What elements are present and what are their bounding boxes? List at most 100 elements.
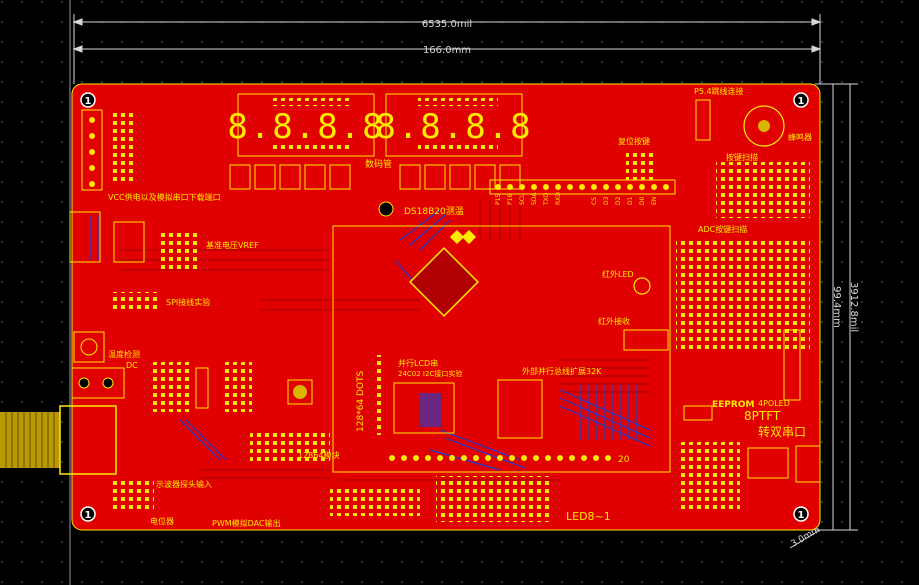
temp-sensor (73, 331, 105, 363)
label-ext-bus: 外部并行总线扩展32K (522, 366, 602, 376)
ir-led (633, 277, 651, 295)
label-ds18b20: DS18B20测温 (404, 206, 464, 217)
ldo-regulator (113, 221, 145, 263)
svg-text:SDA: SDA (531, 192, 538, 205)
label-matrix-keys: 按键扫描 (726, 152, 758, 162)
ds18b20-sensor (378, 201, 394, 217)
svg-text:P15: P15 (495, 194, 502, 205)
uart-bridge-chip (747, 447, 789, 479)
label-dc: DC (126, 361, 138, 370)
label-pot: 电位器 (150, 516, 174, 526)
label-eeprom: EEPROM (712, 400, 754, 410)
left-header-column (81, 109, 136, 191)
reset-button (626, 150, 656, 180)
potentiometer (287, 379, 313, 405)
oled-4p-header (783, 329, 801, 401)
p54-jumper (695, 99, 711, 141)
label-parallel-lcd: 并行LCD串 (398, 358, 438, 368)
i2c-eeprom-footprint (393, 382, 455, 434)
dim-corner-line (789, 529, 821, 549)
dim-width-mil: 6535.0mil (422, 19, 472, 30)
header-pin-strip (489, 179, 676, 195)
svg-text:CS: CS (591, 197, 598, 205)
svg-text:D0: D0 (639, 196, 646, 205)
label-spi: SPI接线实验 (166, 297, 210, 307)
dimension-width (72, 14, 822, 84)
label-p54: P5.4跳线连接 (694, 86, 744, 96)
buzzer (743, 105, 785, 147)
label-oscilloscope: 示波器探头输入 (156, 479, 212, 489)
svg-text:1: 1 (798, 96, 805, 107)
label-vref: 基准电压VREF (206, 240, 259, 250)
dim-height-mm: 99.4mm (831, 286, 842, 328)
svg-text:D1: D1 (627, 196, 634, 205)
eeprom-chip (683, 405, 713, 421)
led-row (436, 476, 552, 522)
label-led-row: LED8~1 (566, 510, 611, 523)
ir-receiver (623, 329, 669, 351)
svg-text:D2: D2 (615, 196, 622, 205)
label-ir-led: 红外LED (602, 269, 634, 279)
mount-hole-tl: 1 (80, 92, 96, 108)
crystal (449, 229, 477, 245)
label-pin20: 20 (618, 455, 630, 465)
label-ir-rx: 红外接收 (598, 316, 630, 326)
svg-text:P16: P16 (507, 194, 514, 205)
svg-text:EN: EN (651, 197, 658, 205)
ic-sop-left (195, 367, 209, 409)
sram-chip (497, 379, 543, 439)
label-reset: 复位按键 (618, 136, 650, 146)
svg-text:1: 1 (85, 510, 92, 521)
lcd12864-header (250, 432, 330, 462)
mcu-chip (408, 246, 480, 318)
label-temp: 温度检测 (108, 349, 140, 359)
dim-width-mm: 166.0mm (423, 45, 471, 56)
label-pwm-dac: PWM模拟DAC输出 (212, 518, 281, 528)
label-uart-download: VCC供电以及模拟串口下载端口 (108, 192, 221, 202)
dc-jack (71, 367, 125, 399)
label-oled4p: 4POLED (758, 399, 790, 408)
mount-hole-bl: 1 (80, 506, 96, 522)
adc-keys (676, 238, 810, 350)
svg-text:1: 1 (85, 96, 92, 107)
svg-text:SCL: SCL (519, 193, 526, 205)
svg-text:TXD: TXD (543, 192, 550, 206)
i2c-chip (420, 393, 442, 427)
label-oled: 128*64 DOTS (356, 370, 366, 432)
ic-components-2 (222, 362, 252, 412)
oled-pads (376, 355, 384, 435)
svg-text:1: 1 (798, 510, 805, 521)
svg-text:8.8.8.8: 8.8.8.8 (375, 107, 532, 147)
seven-segment-display-right: 8.8.8.8 (375, 93, 532, 157)
dimension-height (815, 83, 858, 531)
matrix-keys (716, 162, 810, 218)
mount-hole-tr: 1 (793, 92, 809, 108)
mcu-area-outline (332, 225, 671, 473)
label-seg: 数码管 (365, 158, 392, 170)
spi-components (110, 292, 160, 312)
header-pin-labels: P15 P16 SCL SDA TXD RXD CS D3 D2 D1 D0 E… (495, 192, 658, 206)
svg-text:RXD: RXD (555, 192, 562, 205)
bottom-components (330, 486, 420, 516)
label-i2c: 24C02 I2C接口实验 (398, 369, 462, 378)
label-buzzer: 蜂鸣器 (788, 132, 812, 142)
svg-text:8.8.8.8: 8.8.8.8 (227, 107, 384, 147)
left-mid-components (150, 362, 190, 412)
vref-components (160, 232, 200, 272)
osc-input-components (110, 480, 154, 510)
label-lcd12864: 12864模块 (298, 450, 339, 460)
label-adc-keys: ADC按键扫描 (698, 224, 747, 234)
sram-bus-traces (579, 385, 637, 440)
usb-connector (69, 211, 101, 263)
usb-port-right (795, 445, 821, 483)
sma-connector (0, 405, 117, 475)
label-tft: 8PTFT (744, 409, 781, 423)
uart-bridge-components (680, 442, 740, 512)
transistor-row (229, 164, 521, 190)
mount-hole-br: 1 (793, 506, 809, 522)
svg-text:D3: D3 (603, 196, 610, 205)
lcd-header-bottom (389, 455, 611, 461)
label-uart-bridge: 转双串口 (758, 424, 806, 439)
